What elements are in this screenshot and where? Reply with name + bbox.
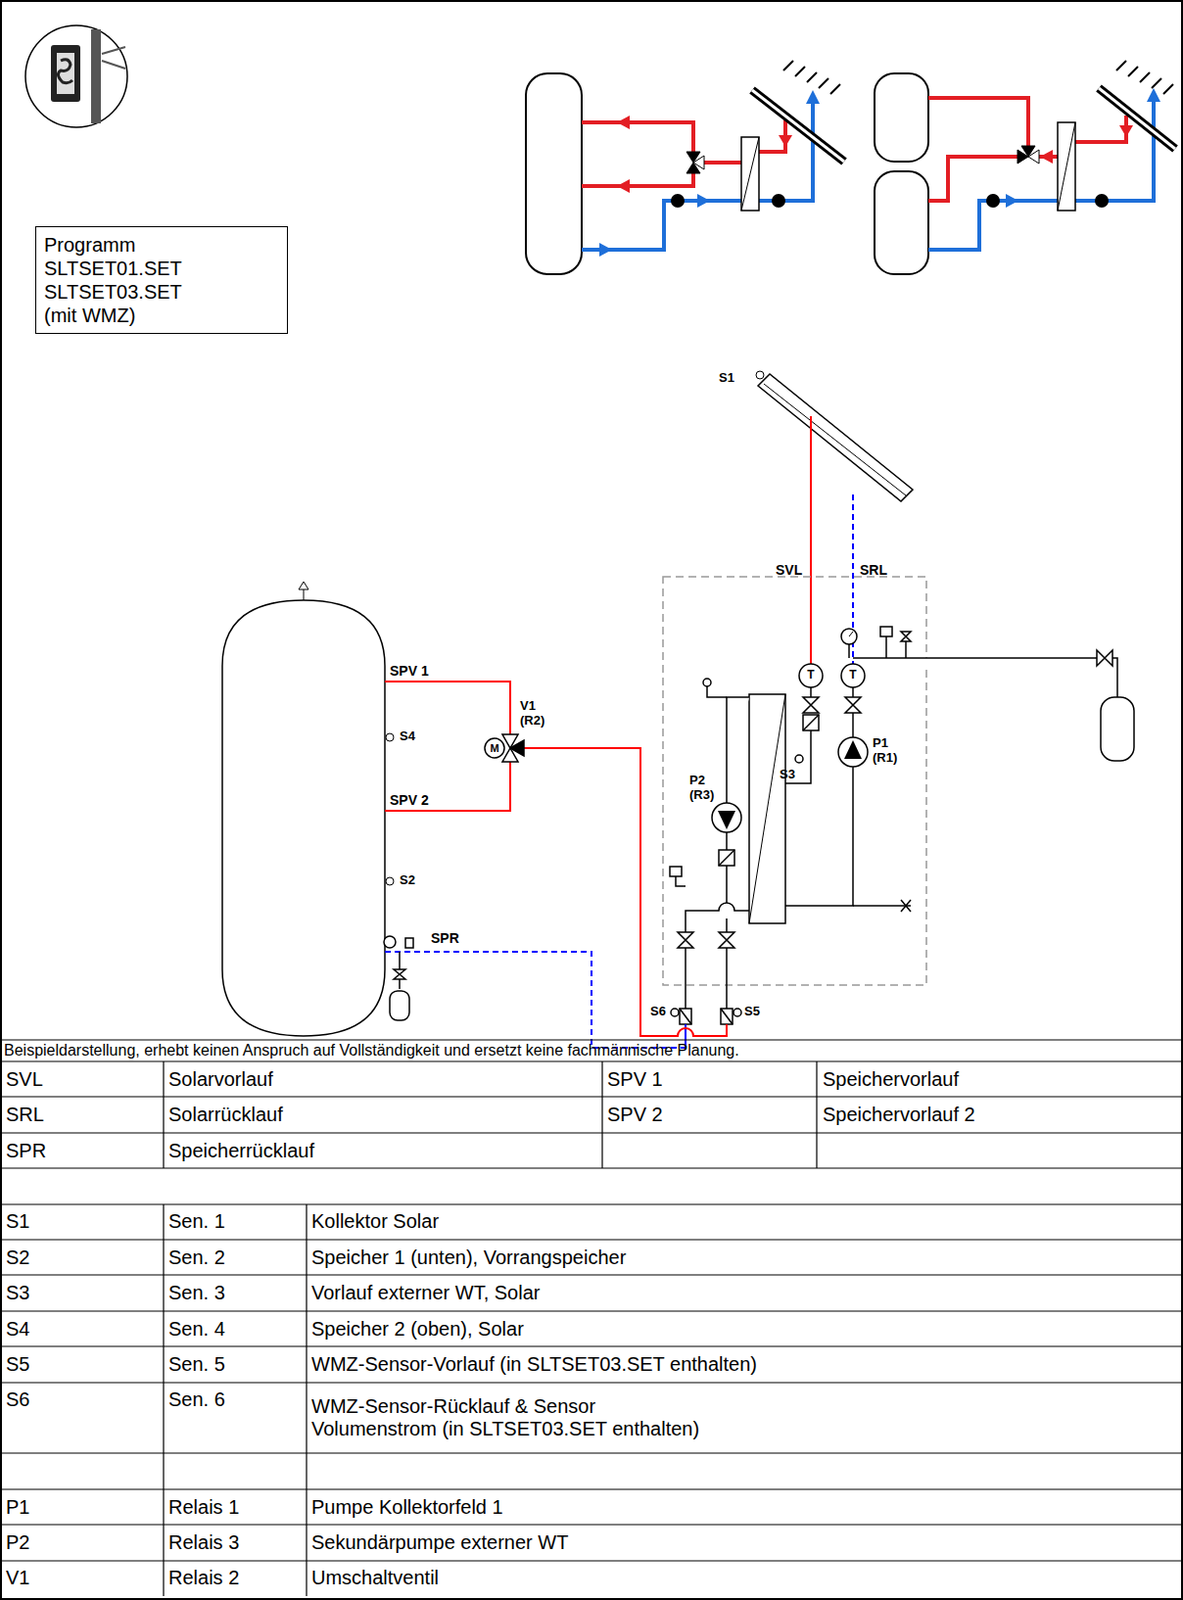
sensor-label: S1 xyxy=(718,371,735,386)
pipe-label: SPV 1 xyxy=(389,662,429,679)
table-cell: Sen. 4 xyxy=(168,1318,226,1341)
motor-label: M xyxy=(489,742,499,756)
table-cell: S5 xyxy=(5,1353,30,1376)
table-cell: Vorlauf externer WT, Solar xyxy=(311,1281,540,1305)
table-cell: P2 xyxy=(5,1531,30,1555)
sensor-label: S2 xyxy=(399,873,416,889)
table-cell: Speicherrücklauf xyxy=(168,1139,315,1163)
table-cell: S6 xyxy=(5,1388,30,1412)
program-box: Programm SLTSET01.SET SLTSET03.SET (mit … xyxy=(35,226,288,334)
pipe-label: SRL xyxy=(859,562,888,578)
sensor-label: S4 xyxy=(399,729,416,745)
program-text: Programm SLTSET01.SET SLTSET03.SET (mit … xyxy=(44,233,191,328)
table-cell: Relais 1 xyxy=(168,1496,239,1519)
pump-label: P2 (R3) xyxy=(689,773,725,804)
pipe-label: SPV 2 xyxy=(389,792,429,808)
table-cell: Pumpe Kollektorfeld 1 xyxy=(311,1496,504,1519)
table-cell: Kollektor Solar xyxy=(311,1210,439,1233)
sensor-label: S6 xyxy=(650,1004,666,1020)
pipe-label: SVL xyxy=(775,562,803,578)
table-cell: SRL xyxy=(5,1103,45,1127)
table-cell: WMZ-Sensor-Vorlauf (in SLTSET03.SET enth… xyxy=(311,1353,758,1376)
thermometer-label: T xyxy=(849,668,856,683)
table-cell: Relais 3 xyxy=(168,1531,239,1555)
pump-label: P1 (R1) xyxy=(872,736,908,766)
table-cell: SPV 2 xyxy=(607,1103,663,1127)
disclaimer-note: Beispieldarstellung, erhebt keinen Anspr… xyxy=(3,1041,740,1060)
table-cell: SPR xyxy=(5,1139,47,1163)
table-cell: Sen. 5 xyxy=(168,1353,226,1376)
table-cell: Speichervorlauf xyxy=(822,1068,959,1091)
table-cell: V1 xyxy=(5,1566,30,1590)
table-cell: Sekundärpumpe externer WT xyxy=(311,1531,568,1555)
table-cell: Speicher 1 (unten), Vorrangspeicher xyxy=(311,1246,626,1270)
table-cell: Speichervorlauf 2 xyxy=(822,1103,976,1127)
pipe-label: SPR xyxy=(430,930,460,947)
table-cell: WMZ-Sensor-Rücklauf & Sensor Volumenstro… xyxy=(311,1395,709,1441)
table-cell: SPV 1 xyxy=(607,1068,663,1091)
sensor-label: S5 xyxy=(744,1004,760,1020)
table-cell: SVL xyxy=(5,1068,44,1091)
table-cell: Solarvorlauf xyxy=(168,1068,274,1091)
table-cell: Relais 2 xyxy=(168,1566,239,1590)
thermometer-label: T xyxy=(806,668,814,683)
table-cell: Sen. 6 xyxy=(168,1388,226,1412)
table-cell: S2 xyxy=(5,1246,30,1270)
table-cell: Sen. 3 xyxy=(168,1281,226,1305)
table-cell: Sen. 2 xyxy=(168,1246,226,1270)
table-cell: P1 xyxy=(5,1496,30,1519)
table-cell: Speicher 2 (oben), Solar xyxy=(311,1318,524,1341)
table-cell: Sen. 1 xyxy=(168,1210,226,1233)
table-cell: S1 xyxy=(5,1210,30,1233)
table-cell: Umschaltventil xyxy=(311,1566,439,1590)
table-cell: S4 xyxy=(5,1318,30,1341)
sensor-label: S3 xyxy=(779,767,796,783)
table-cell: Solarrücklauf xyxy=(168,1103,284,1127)
table-cell: S3 xyxy=(5,1281,30,1305)
valve-label: V1 (R2) xyxy=(520,699,556,729)
